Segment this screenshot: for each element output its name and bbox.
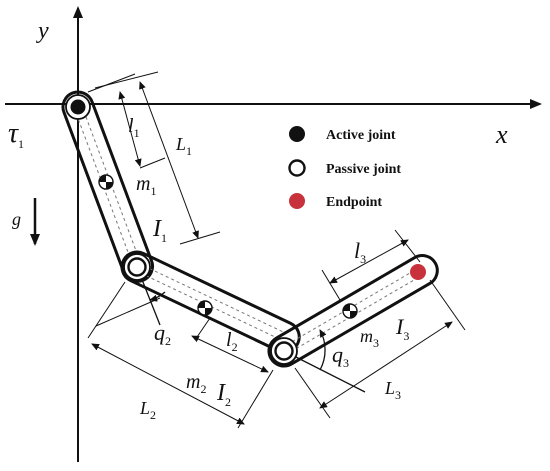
gravity-label: g [12,209,21,229]
passive-joint-2 [123,253,151,281]
center-of-mass-2 [197,300,213,316]
m3-label: m3 [360,326,379,350]
q2-label: q2 [154,320,171,348]
dimension-link-1 [87,71,221,245]
legend-active-joint-icon [289,126,305,142]
legend-passive-joint-icon [288,159,306,177]
tau-1-label: τ1 [8,118,24,151]
l1-label: l1 [128,115,140,140]
active-joint-1 [65,94,91,120]
I3-label: I3 [395,314,409,343]
y-axis-label: y [36,18,49,44]
m2-label: m2 [186,371,206,396]
L1-label: L1 [175,134,192,158]
dimension-link-2 [87,281,274,429]
q2-angle-arc [149,291,166,302]
L2-label: L2 [139,398,156,422]
passive-joint-3 [270,337,298,365]
q3-label: q3 [332,342,349,370]
L3-label: L3 [384,378,401,402]
legend-endpoint-label: Endpoint [326,195,382,210]
endpoint-marker [410,264,426,280]
legend-passive-joint-label: Passive joint [326,162,401,177]
l2-label: l2 [226,329,238,354]
x-axis-label: x [495,120,508,149]
m1-label: m1 [136,173,156,198]
l3-label: l3 [354,238,366,266]
q3-angle-arc [319,329,327,371]
center-of-mass-3 [342,303,358,319]
I2-label: I2 [216,380,231,409]
center-of-mass-1 [98,174,114,190]
legend: Active joint Passive joint Endpoint [288,126,401,210]
legend-active-joint-label: Active joint [326,128,396,143]
dimension-link-3 [294,229,466,419]
I1-label: I1 [152,216,167,245]
legend-endpoint-icon [289,193,305,209]
